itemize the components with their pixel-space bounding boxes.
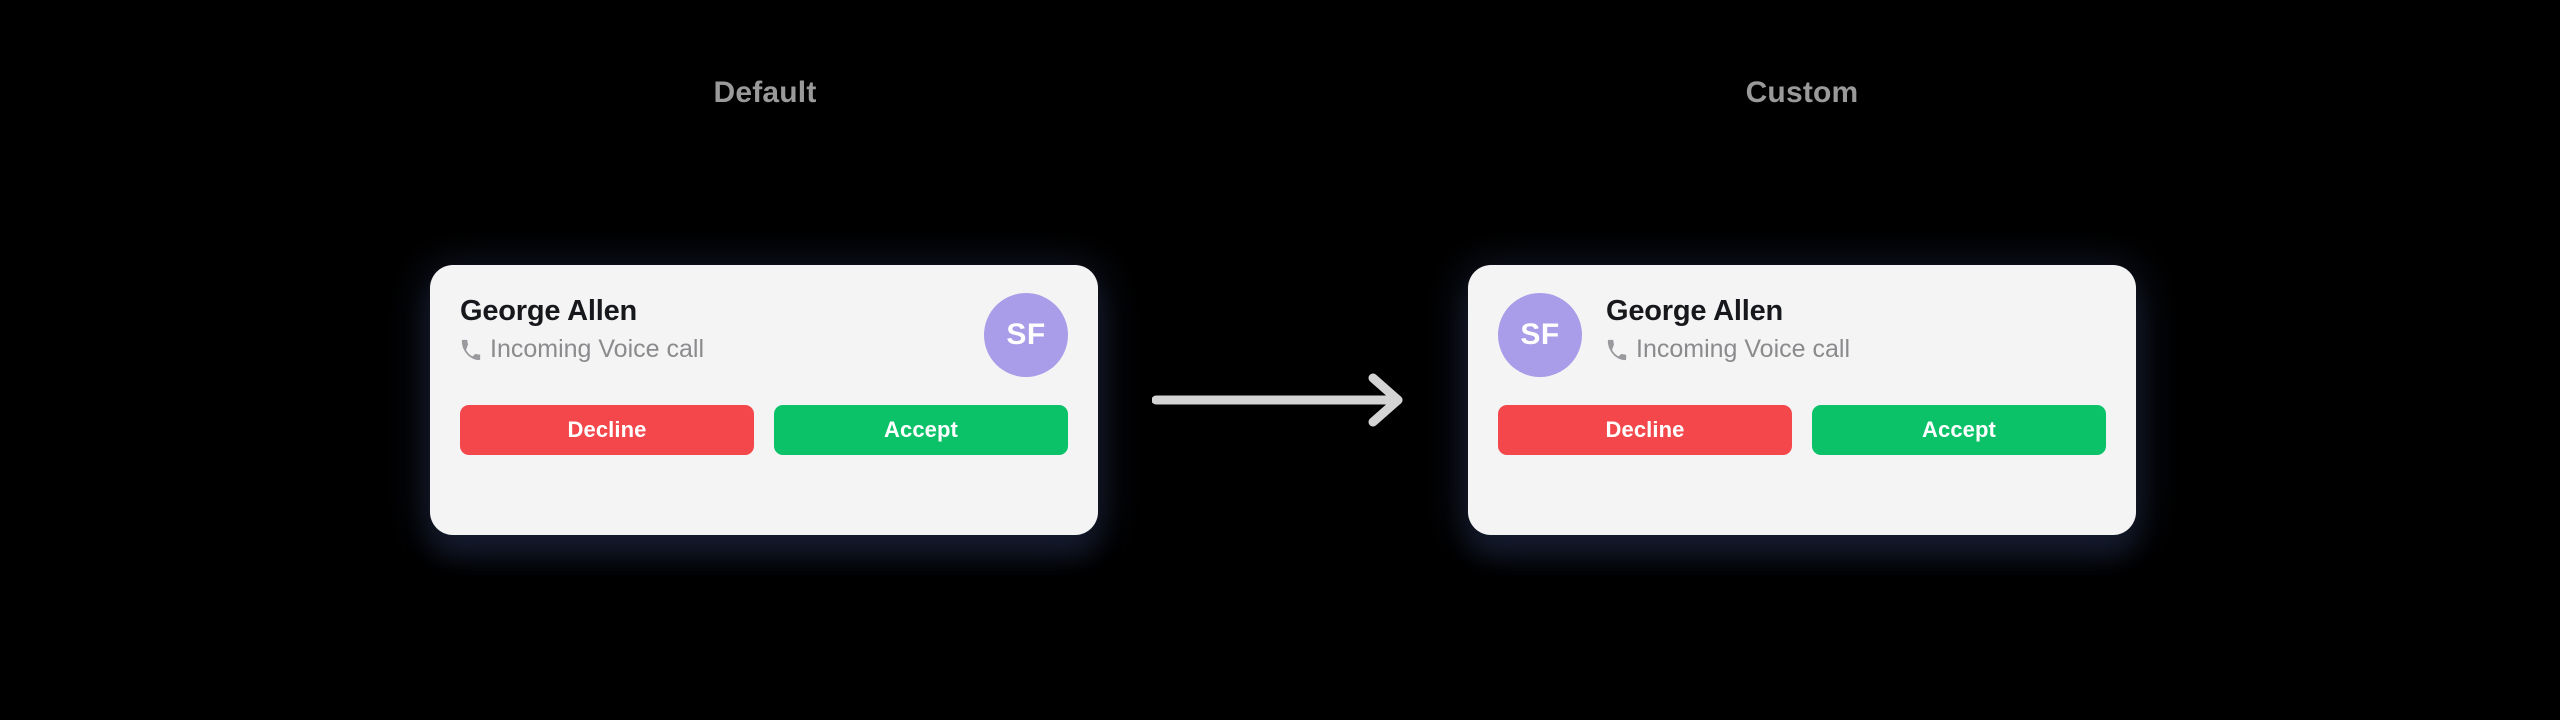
decline-button[interactable]: Decline: [1498, 405, 1792, 455]
phone-icon: [1606, 339, 1628, 361]
call-status-text: Incoming Voice call: [1636, 335, 1851, 364]
call-status-row: Incoming Voice call: [460, 336, 956, 364]
phone-icon: [460, 339, 482, 361]
column-label-custom: Custom: [1745, 76, 1859, 109]
notification-card-custom[interactable]: SF George Allen Incoming Voice call Decl…: [1468, 265, 2136, 535]
notification-actions: Decline Accept: [1498, 405, 2106, 455]
column-label-default: Default: [713, 76, 817, 109]
avatar: SF: [1498, 293, 1582, 377]
notification-text-block: George Allen Incoming Voice call: [460, 293, 956, 364]
notification-text-block: George Allen Incoming Voice call: [1606, 293, 2106, 364]
notification-header: George Allen Incoming Voice call SF: [460, 293, 1068, 385]
notification-header: SF George Allen Incoming Voice call: [1498, 293, 2106, 385]
decline-button[interactable]: Decline: [460, 405, 754, 455]
accept-button[interactable]: Accept: [1812, 405, 2106, 455]
accept-button[interactable]: Accept: [774, 405, 1068, 455]
call-status-row: Incoming Voice call: [1606, 336, 2106, 364]
caller-name: George Allen: [1606, 295, 1784, 327]
caller-name: George Allen: [460, 295, 638, 327]
notification-actions: Decline Accept: [460, 405, 1068, 455]
arrow-right-icon: [1152, 372, 1408, 428]
notification-card-default[interactable]: George Allen Incoming Voice call SF Decl…: [430, 265, 1098, 535]
avatar: SF: [984, 293, 1068, 377]
call-status-text: Incoming Voice call: [490, 335, 705, 364]
